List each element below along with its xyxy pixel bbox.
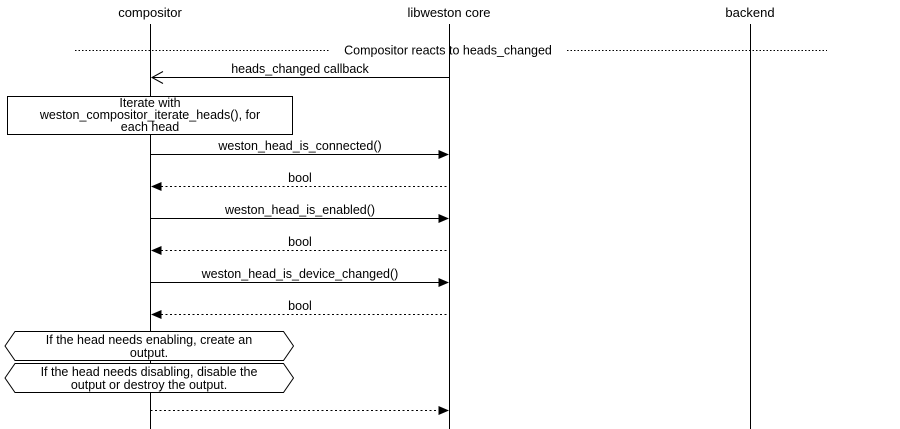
message-heads-changed-callback: heads_changed callback	[150, 62, 449, 84]
filled-arrowhead-right-icon	[438, 406, 449, 415]
note-line-1: If the head needs enabling, create an	[46, 333, 252, 347]
message-weston-head-is-device-changed: weston_head_is_device_changed()	[150, 267, 449, 287]
filled-arrowhead-right-icon	[438, 278, 449, 287]
entity-label-backend: backend	[725, 5, 774, 20]
note-box	[7, 96, 293, 135]
filled-arrowhead-right-icon	[438, 214, 449, 223]
note-line-2: output or destroy the output.	[71, 378, 227, 392]
entity-label-libweston-core: libweston core	[407, 5, 490, 20]
note-iterate-heads: Iterate with weston_compositor_iterate_h…	[7, 96, 293, 135]
note-head-needs-disabling: If the head needs disabling, disable the…	[4, 363, 295, 393]
hexagon-note-shape	[4, 331, 295, 361]
message-label: bool	[288, 299, 312, 313]
note-line-2: output.	[130, 346, 168, 360]
message-label: bool	[288, 171, 312, 185]
message-label: weston_head_is_device_changed()	[201, 267, 399, 281]
note-line-1: If the head needs disabling, disable the	[41, 365, 258, 379]
message-label: heads_changed callback	[231, 62, 369, 76]
divider-label: Compositor reacts to heads_changed	[344, 44, 552, 58]
note-line-3: each head	[121, 120, 179, 134]
note-line-2: weston_compositor_iterate_heads(), for	[39, 108, 260, 122]
message-label: bool	[288, 235, 312, 249]
message-bool-device-changed-return: bool	[151, 299, 450, 319]
message-weston-head-is-connected: weston_head_is_connected()	[150, 139, 449, 159]
note-head-needs-enabling: If the head needs enabling, create an ou…	[4, 331, 295, 361]
filled-arrowhead-right-icon	[438, 150, 449, 159]
open-arrowhead-left-icon	[150, 71, 164, 84]
message-label: weston_head_is_connected()	[217, 139, 381, 153]
note-line-1: Iterate with	[119, 96, 180, 110]
divider-compositor-reacts: Compositor reacts to heads_changed	[75, 44, 827, 58]
message-unlabeled-final	[150, 406, 449, 415]
message-weston-head-is-enabled: weston_head_is_enabled()	[150, 203, 449, 223]
message-bool-connected-return: bool	[151, 171, 450, 191]
entity-label-compositor: compositor	[118, 5, 182, 20]
message-label: weston_head_is_enabled()	[224, 203, 375, 217]
filled-arrowhead-left-icon	[151, 246, 162, 255]
filled-arrowhead-left-icon	[151, 310, 162, 319]
hexagon-note-shape	[4, 363, 295, 393]
message-bool-enabled-return: bool	[151, 235, 450, 255]
filled-arrowhead-left-icon	[151, 182, 162, 191]
